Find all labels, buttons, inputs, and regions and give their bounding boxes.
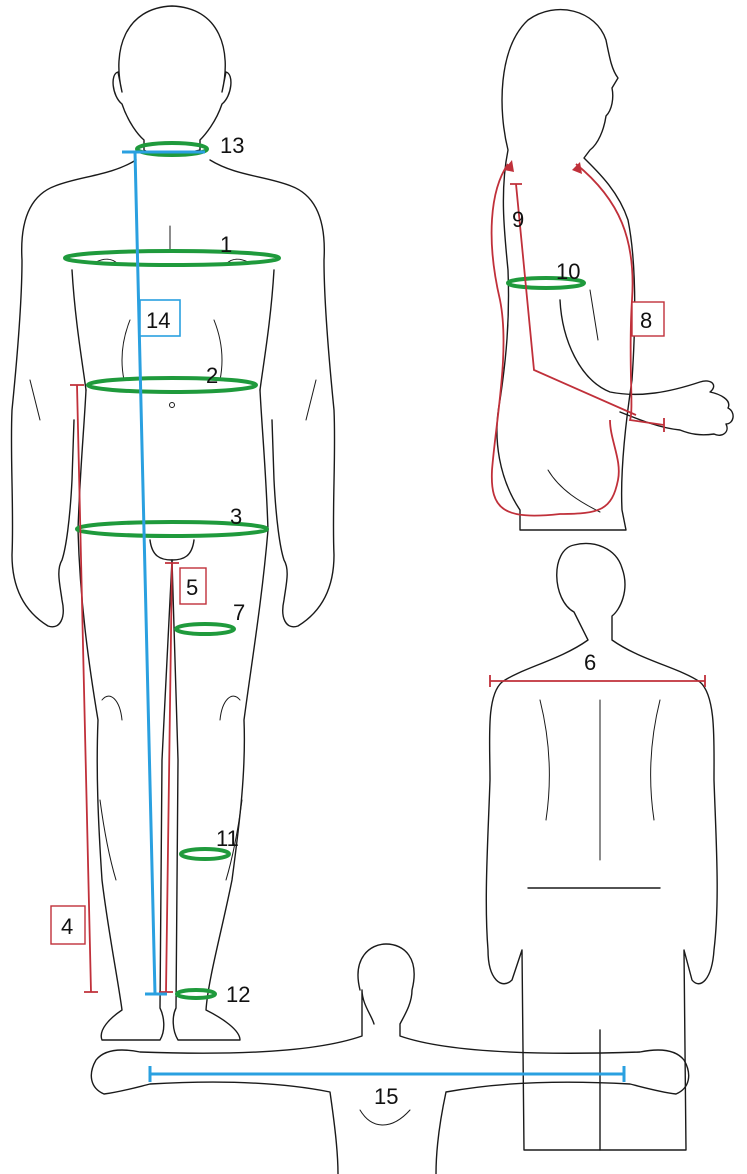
label-7: 7 (233, 600, 245, 625)
label-6: 6 (584, 650, 596, 675)
label-13: 13 (220, 133, 244, 158)
ring-1-chest (65, 251, 279, 265)
length-lines (70, 160, 705, 992)
label-10: 10 (556, 259, 580, 284)
label-5: 5 (186, 575, 198, 600)
side-figure (497, 10, 733, 530)
line-4-outseam (70, 385, 98, 992)
line-15-arm-span (150, 1066, 624, 1082)
label-2: 2 (206, 363, 218, 388)
label-9: 9 (512, 207, 524, 232)
ring-7-thigh (176, 624, 234, 634)
reference-lines (122, 152, 624, 1082)
label-1: 1 (220, 232, 232, 257)
line-6-shoulder (490, 675, 705, 687)
ring-12-ankle (177, 990, 215, 998)
label-14: 14 (146, 308, 170, 333)
label-15: 15 (374, 1084, 398, 1109)
label-8: 8 (640, 308, 652, 333)
line-8-arm-length (576, 164, 664, 432)
arms-spread-figure (91, 944, 688, 1174)
label-12: 12 (226, 982, 250, 1007)
label-3: 3 (230, 504, 242, 529)
label-11: 11 (216, 826, 239, 851)
label-4: 4 (61, 914, 73, 939)
ring-2-waist (88, 378, 256, 392)
line-9-back-length (492, 164, 619, 516)
line-9-neck-to-waist (510, 184, 636, 415)
